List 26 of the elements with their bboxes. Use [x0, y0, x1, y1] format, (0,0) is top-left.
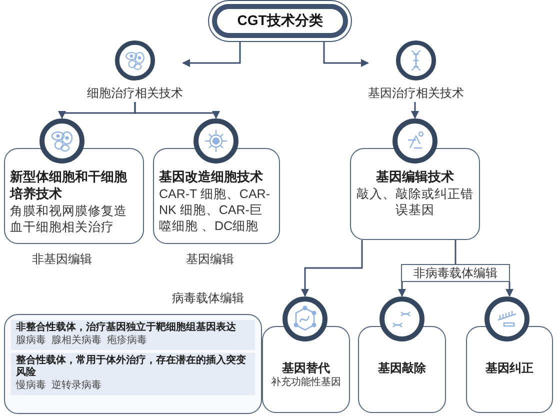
card-title: 基因纠正 [484, 361, 534, 377]
category-label: 基因治疗相关技术 [368, 85, 464, 102]
row-title: 非整合性载体，治疗基因独立于靶细胞组基因表达 [16, 322, 237, 334]
connector-arrow [301, 240, 363, 297]
category-label: 细胞治疗相关技术 [87, 85, 183, 102]
card-description: 角膜和视网膜修复造血干细胞相关治疗 [10, 202, 128, 235]
card-title: 基因改造细胞技术 [159, 169, 264, 186]
branch-label-box: 非病毒载体编辑 [401, 264, 510, 282]
connector-arrow [134, 102, 220, 119]
card-title: 基因替代 [281, 361, 331, 376]
card-description: 敲入、敲除或纠正错误基因 [356, 186, 474, 218]
vector-row [11, 320, 255, 350]
side-label: 基因编辑 [186, 251, 234, 268]
connector-arrow [506, 282, 514, 297]
group-heading: 病毒载体编辑 [172, 290, 244, 307]
card-description: CAR-T 细胞、CAR-NK 细胞、CAR-巨噬细胞 、DC细胞 [159, 186, 271, 234]
card-title: 新型体细胞和干细胞培养技术 [10, 169, 128, 203]
card-title: 基因编辑技术 [375, 169, 455, 186]
row-examples: 慢病毒 逆转录病毒 [16, 380, 103, 393]
card-description: 补充功能性基因 [270, 376, 342, 390]
side-label: 非基因编辑 [32, 251, 92, 268]
connector-arrow [398, 282, 406, 297]
row-title: 整合性载体，常用于体外治疗，存在潜在的插入突变风险 [16, 354, 247, 380]
card-title: 基因敲除 [377, 361, 427, 377]
connector-arrow [411, 102, 419, 119]
row-examples: 腺病毒 腺相关病毒 疱疹病毒 [16, 334, 148, 348]
